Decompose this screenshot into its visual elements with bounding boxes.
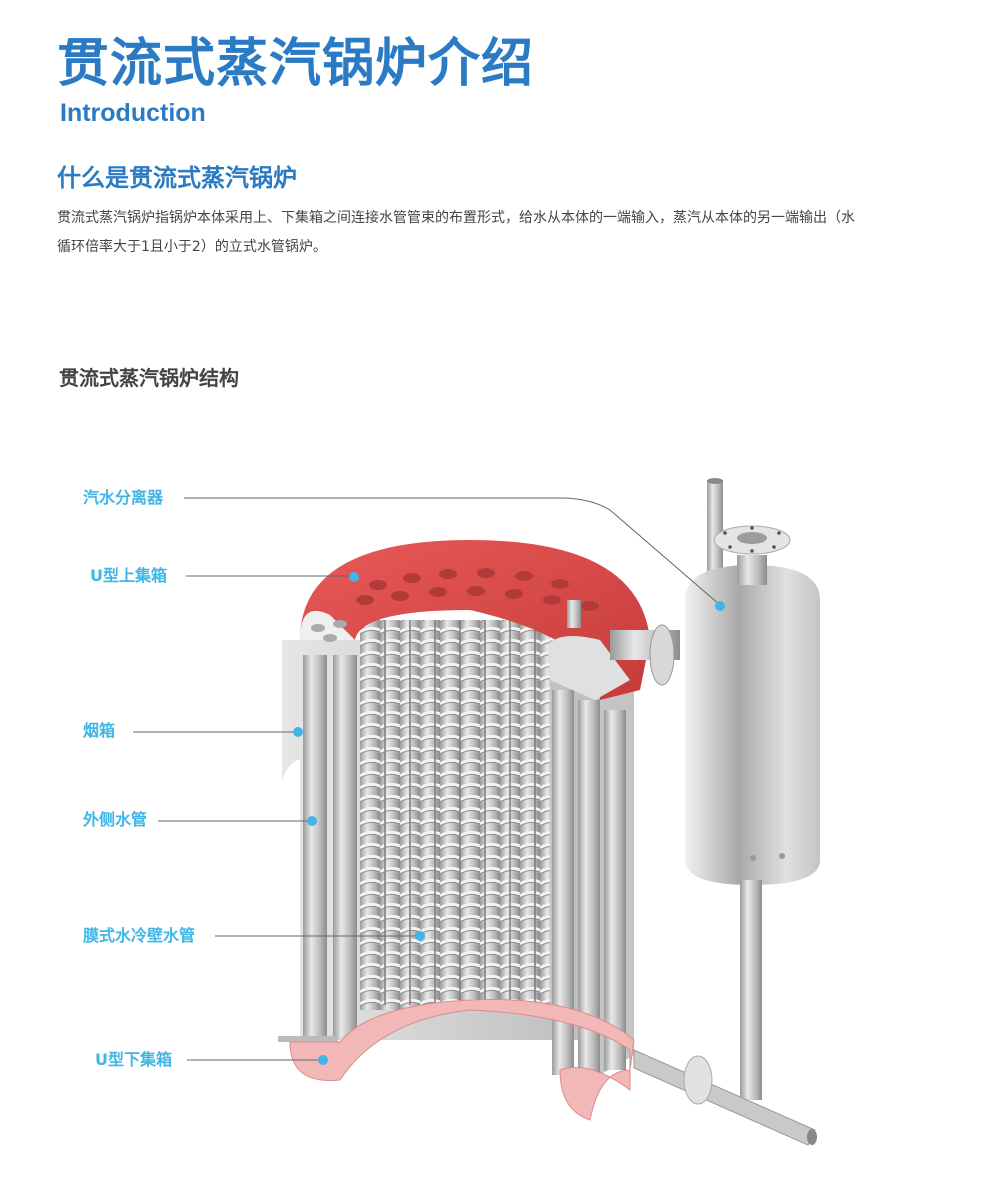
callout-dots [293, 572, 725, 1065]
page-title: 贯流式蒸汽锅炉介绍 [57, 34, 535, 94]
page-subtitle: Introduction [60, 99, 206, 127]
u-lower-header [278, 999, 635, 1121]
label-steam-water-separator: 汽水分离器 [83, 488, 164, 507]
steam-outlet-flange [610, 624, 680, 686]
feedwater-piping [633, 880, 817, 1146]
label-u-upper-header: U型上集箱 [90, 566, 167, 585]
label-outer-water-tubes: 外侧水管 [83, 810, 148, 829]
structure-title: 贯流式蒸汽锅炉结构 [59, 366, 239, 390]
steam-water-separator [685, 525, 820, 885]
label-membrane-tubes: 膜式水冷壁水管 [83, 926, 196, 945]
label-smoke-box: 烟箱 [83, 721, 116, 740]
outer-water-tubes [303, 655, 626, 1075]
u-upper-header [300, 540, 650, 700]
label-u-lower-header: U型下集箱 [95, 1050, 172, 1069]
membrane-water-wall-tubes [360, 620, 550, 1010]
leader-lines [133, 497, 721, 1061]
section-description: 贯流式蒸汽锅炉指锅炉本体采用上、下集箱之间连接水管管束的布置形式，给水从本体的一… [57, 210, 855, 255]
section-title: 什么是贯流式蒸汽锅炉 [57, 164, 297, 192]
